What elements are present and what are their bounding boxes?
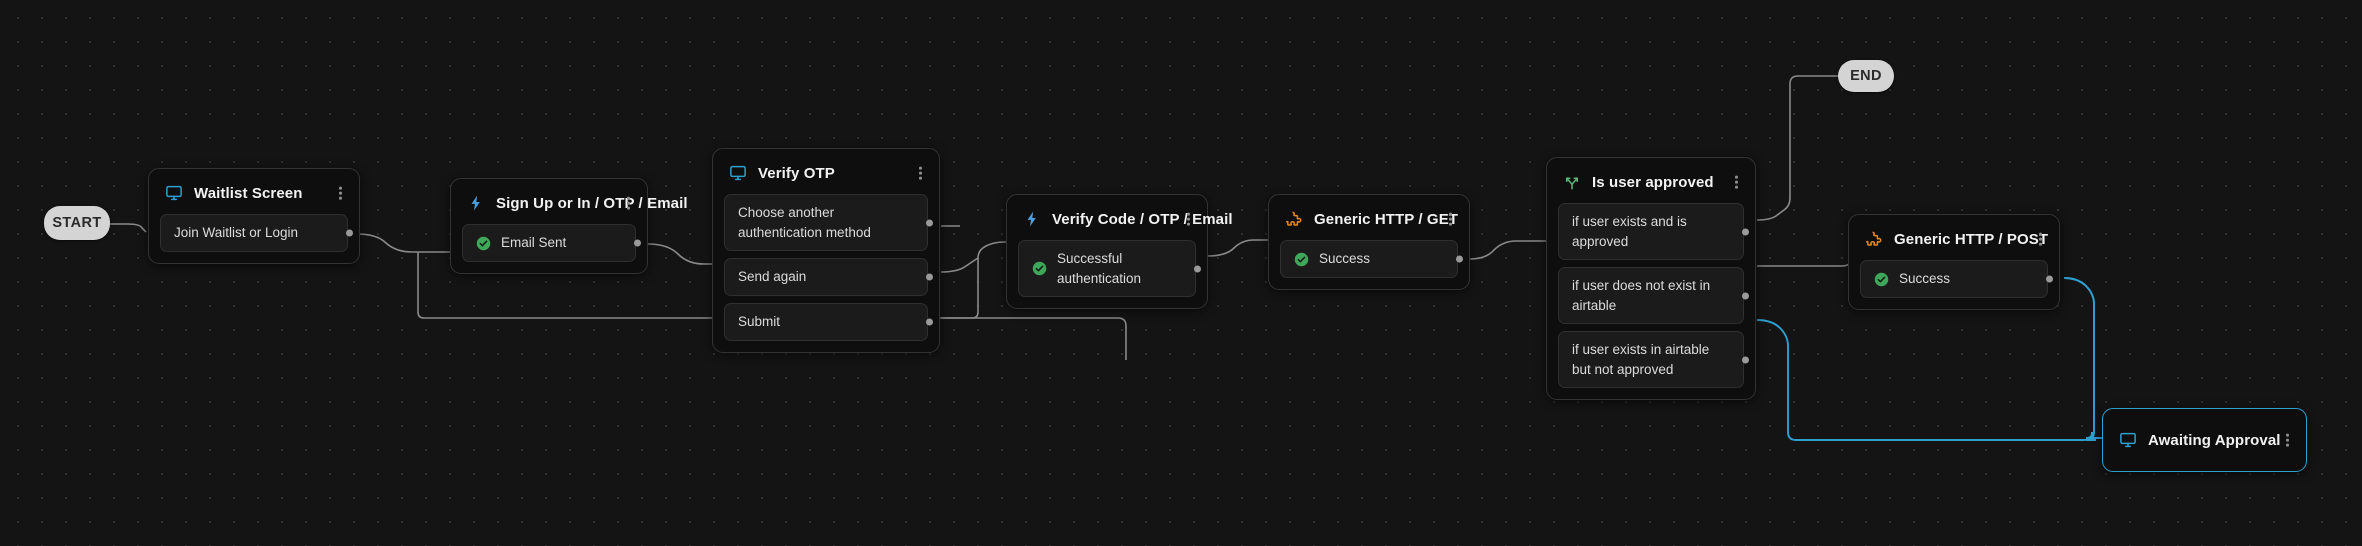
edge-waitlist-to-signup xyxy=(356,233,450,253)
node-waitlist-screen[interactable]: Waitlist Screen Join Waitlist or Login xyxy=(148,168,360,264)
node-header: Sign Up or In / OTP / Email xyxy=(462,188,688,218)
node-generic-http-get[interactable]: Generic HTTP / GET Success xyxy=(1268,194,1470,290)
node-title: Is user approved xyxy=(1592,173,1714,191)
edge-verifyotp-row2 xyxy=(940,257,979,273)
output-port[interactable] xyxy=(1193,265,1201,273)
node-row[interactable]: Email Sent xyxy=(462,224,641,262)
node-title: Sign Up or In / OTP / Email xyxy=(496,194,688,212)
node-row[interactable]: Success xyxy=(1860,260,2053,298)
output-port[interactable] xyxy=(925,318,933,326)
node-rows: if user exists and is approved if user d… xyxy=(1558,203,1749,389)
edge-get-to-isuserapproved xyxy=(1469,240,1546,260)
terminal-end-label: END xyxy=(1850,68,1882,84)
edge-post-to-awaiting xyxy=(2063,277,2097,441)
node-row-label: Success xyxy=(1899,271,1951,287)
success-check-icon xyxy=(1032,261,1047,276)
node-header: Is user approved xyxy=(1558,167,1744,197)
node-row-label: Choose another authentication method xyxy=(738,205,871,240)
screen-icon xyxy=(166,185,182,201)
screen-icon xyxy=(2120,432,2136,448)
edge-signup-to-verifyotp xyxy=(647,243,712,265)
edge-start-to-waitlist xyxy=(110,223,147,233)
node-row-label: Success xyxy=(1319,251,1371,267)
node-title: Generic HTTP / POST xyxy=(1894,230,2049,248)
node-title: Waitlist Screen xyxy=(194,184,303,202)
node-row-label: Submit xyxy=(738,314,781,330)
output-port[interactable] xyxy=(1455,255,1463,263)
node-header: Verify OTP xyxy=(724,158,928,188)
lightning-icon xyxy=(471,195,480,211)
output-port[interactable] xyxy=(925,273,933,281)
output-port[interactable] xyxy=(1741,292,1749,300)
kebab-menu-icon[interactable] xyxy=(1731,173,1742,192)
edge-branch3-to-awaiting xyxy=(1756,319,2093,441)
node-row[interactable]: Successful authentication xyxy=(1018,240,1201,298)
output-port[interactable] xyxy=(633,239,641,247)
node-rows: Success xyxy=(1280,240,1463,278)
kebab-menu-icon[interactable] xyxy=(1183,210,1194,229)
node-row-label: Send again xyxy=(738,269,807,285)
node-rows: Email Sent xyxy=(462,224,641,262)
branch-icon xyxy=(1566,177,1578,190)
kebab-menu-icon[interactable] xyxy=(1445,210,1456,229)
node-row-label: if user exists and is approved xyxy=(1572,214,1687,249)
terminal-end[interactable]: END xyxy=(1838,60,1894,92)
node-verify-code[interactable]: Verify Code / OTP / Email Successful aut… xyxy=(1006,194,1233,310)
edge-branch1-to-end xyxy=(1756,75,1838,221)
node-title: Awaiting Approval xyxy=(2148,431,2281,449)
output-port[interactable] xyxy=(345,229,353,237)
lightning-icon xyxy=(1027,211,1036,227)
node-title: Verify Code / OTP / Email xyxy=(1052,210,1233,228)
node-row[interactable]: Send again xyxy=(724,258,933,297)
edge-verifycode-to-get xyxy=(1207,239,1268,257)
success-check-icon xyxy=(476,236,491,250)
node-rows: Join Waitlist or Login xyxy=(160,214,353,252)
node-title: Verify OTP xyxy=(758,164,835,182)
node-awaiting-approval[interactable]: Awaiting Approval xyxy=(2102,408,2307,472)
kebab-menu-icon[interactable] xyxy=(915,164,926,183)
success-check-icon xyxy=(1874,272,1889,286)
node-is-user-approved[interactable]: Is user approved if user exists and is a… xyxy=(1546,157,1756,401)
node-header: Generic HTTP / POST xyxy=(1860,224,2048,254)
edge-verifyotp-row3 xyxy=(941,258,979,319)
node-verify-otp[interactable]: Verify OTP Choose another authentication… xyxy=(712,148,940,354)
node-row[interactable]: Choose another authentication method xyxy=(724,194,933,252)
node-row[interactable]: Submit xyxy=(724,303,933,342)
node-row[interactable]: Success xyxy=(1280,240,1463,278)
kebab-menu-icon[interactable] xyxy=(623,194,634,213)
node-row-label: Join Waitlist or Login xyxy=(174,225,299,241)
puzzle-icon xyxy=(1866,231,1882,246)
kebab-menu-icon[interactable] xyxy=(335,184,346,203)
output-port[interactable] xyxy=(2045,275,2053,283)
output-port[interactable] xyxy=(1741,228,1749,236)
node-row[interactable]: if user does not exist in airtable xyxy=(1558,267,1749,325)
node-rows: Success xyxy=(1860,260,2053,298)
node-row-label: if user does not exist in airtable xyxy=(1572,278,1711,313)
node-row-label: if user exists in airtable but not appro… xyxy=(1572,342,1710,377)
node-header: Generic HTTP / GET xyxy=(1280,204,1458,234)
node-header: Awaiting Approval xyxy=(2114,418,2295,462)
node-row[interactable]: if user exists and is approved xyxy=(1558,203,1749,261)
node-row[interactable]: if user exists in airtable but not appro… xyxy=(1558,331,1749,389)
node-header: Verify Code / OTP / Email xyxy=(1018,204,1233,234)
node-header: Waitlist Screen xyxy=(160,178,348,208)
success-check-icon xyxy=(1294,252,1309,266)
node-title: Generic HTTP / GET xyxy=(1314,210,1459,228)
node-rows: Successful authentication xyxy=(1018,240,1201,298)
node-row-label: Email Sent xyxy=(501,235,567,251)
node-row[interactable]: Join Waitlist or Login xyxy=(160,214,353,252)
screen-icon xyxy=(730,165,746,181)
node-sign-up-or-in[interactable]: Sign Up or In / OTP / Email Email Sent xyxy=(450,178,688,274)
node-rows: Choose another authentication method Sen… xyxy=(724,194,933,342)
output-port[interactable] xyxy=(925,219,933,227)
kebab-menu-icon[interactable] xyxy=(2035,230,2046,249)
terminal-start-label: START xyxy=(52,215,102,231)
output-port[interactable] xyxy=(1741,356,1749,364)
terminal-start[interactable]: START xyxy=(44,206,110,240)
node-row-label: Successful authentication xyxy=(1057,251,1142,286)
node-generic-http-post[interactable]: Generic HTTP / POST Success xyxy=(1848,214,2060,310)
puzzle-icon xyxy=(1286,211,1302,226)
kebab-menu-icon[interactable] xyxy=(2282,431,2293,450)
